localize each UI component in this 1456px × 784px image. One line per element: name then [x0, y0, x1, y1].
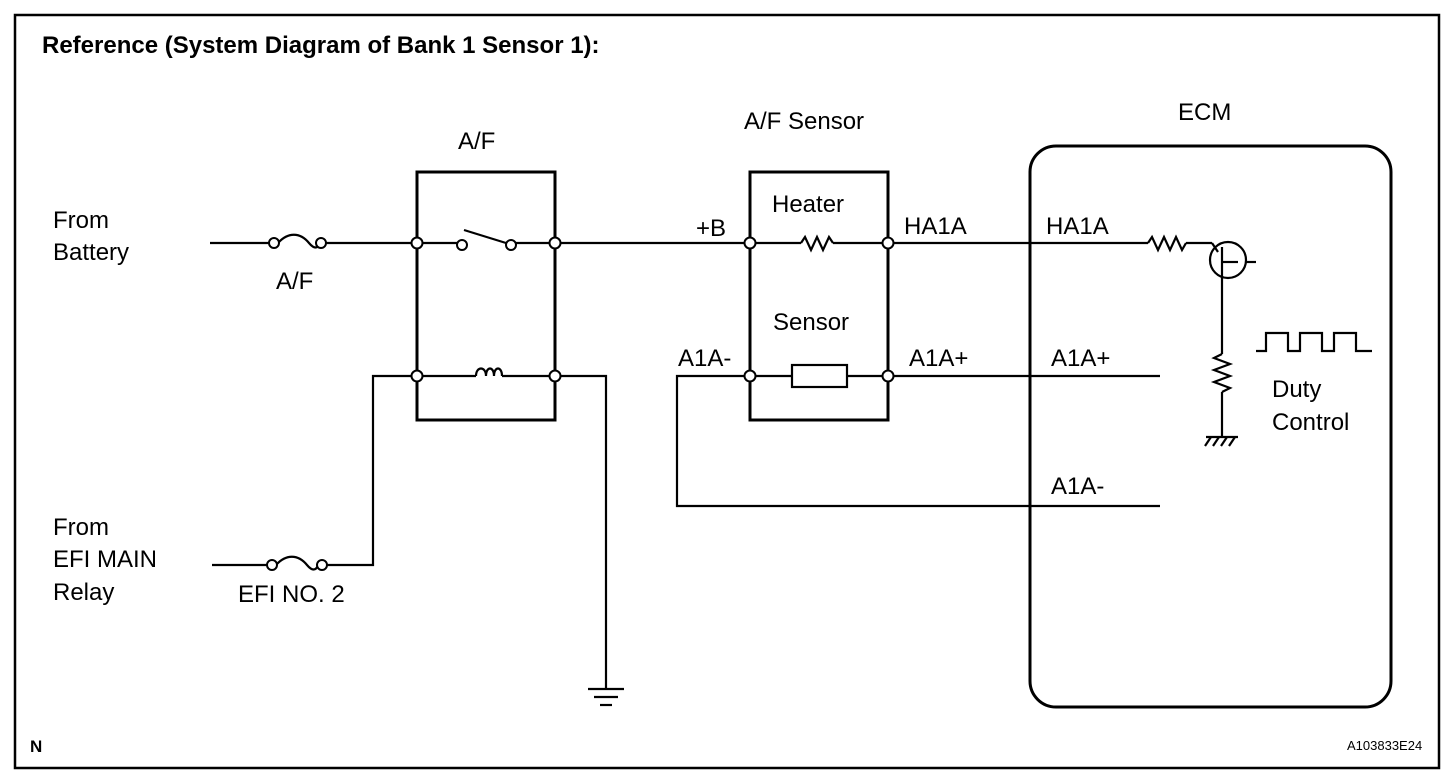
sensor-terminal — [881, 369, 895, 383]
relay-coil-icon — [474, 367, 504, 377]
pin-ha1a-sensor-label: HA1A — [904, 213, 967, 240]
relay-terminal — [410, 369, 424, 383]
corner-mark-label: N — [30, 737, 42, 756]
ecm-input-resistor-icon — [1147, 234, 1187, 253]
efi-fuse-icon — [266, 555, 328, 571]
efi-fuse-label: EFI NO. 2 — [238, 581, 345, 608]
pin-ha1a-ecm-label: HA1A — [1046, 213, 1109, 240]
transistor-icon — [1208, 240, 1256, 280]
battery-source-label-line2: Battery — [53, 239, 129, 266]
chassis-ground-icon — [1204, 435, 1238, 447]
battery-source-label-line1: From — [53, 207, 109, 234]
relay-label: A/F — [458, 128, 495, 155]
relay-switch-icon — [456, 228, 517, 251]
efi-source-label-line3: Relay — [53, 579, 114, 606]
sensor-element-icon — [790, 363, 849, 389]
relay-terminal — [548, 369, 562, 383]
ecm-title: ECM — [1178, 99, 1231, 126]
duty-pulse-icon — [1256, 331, 1372, 353]
sensor-terminal — [881, 236, 895, 250]
diagram-frame — [13, 13, 1441, 770]
af-sensor-title: A/F Sensor — [744, 108, 864, 135]
pin-a1a-plus-ecm-label: A1A+ — [1051, 345, 1110, 372]
heater-resistor-icon — [800, 234, 834, 253]
af-fuse-label: A/F — [276, 268, 313, 295]
duty-control-label-line1: Duty — [1272, 376, 1321, 403]
efi-to-coil-wire — [327, 374, 412, 567]
ground-icon — [588, 687, 624, 707]
efi-source-label-line1: From — [53, 514, 109, 541]
sensor-terminal — [743, 236, 757, 250]
af-sensor-box — [748, 170, 890, 422]
ecm-box — [1028, 144, 1393, 709]
pin-a1a-minus-ecm-label: A1A- — [1051, 473, 1104, 500]
af-fuse-icon — [268, 233, 327, 249]
ecm-pulldown-resistor-icon — [1210, 353, 1234, 393]
relay-terminal — [548, 236, 562, 250]
sensor-terminal — [743, 369, 757, 383]
a1a-minus-wire — [675, 374, 1160, 508]
diagram-title: Reference (System Diagram of Bank 1 Sens… — [42, 32, 600, 59]
relay-box — [415, 170, 557, 422]
sensor-element-label: Sensor — [773, 309, 849, 336]
pin-a1a-minus-sensor-label: A1A- — [678, 345, 731, 372]
heater-label: Heater — [772, 191, 844, 218]
relay-terminal — [410, 236, 424, 250]
coil-ground-wire — [560, 374, 608, 688]
efi-source-label-line2: EFI MAIN — [53, 546, 157, 573]
figure-id-label: A103833E24 — [1347, 738, 1422, 753]
pin-a1a-plus-sensor-label: A1A+ — [909, 345, 968, 372]
pin-plus-b-label: +B — [696, 215, 726, 242]
duty-control-label-line2: Control — [1272, 409, 1349, 436]
